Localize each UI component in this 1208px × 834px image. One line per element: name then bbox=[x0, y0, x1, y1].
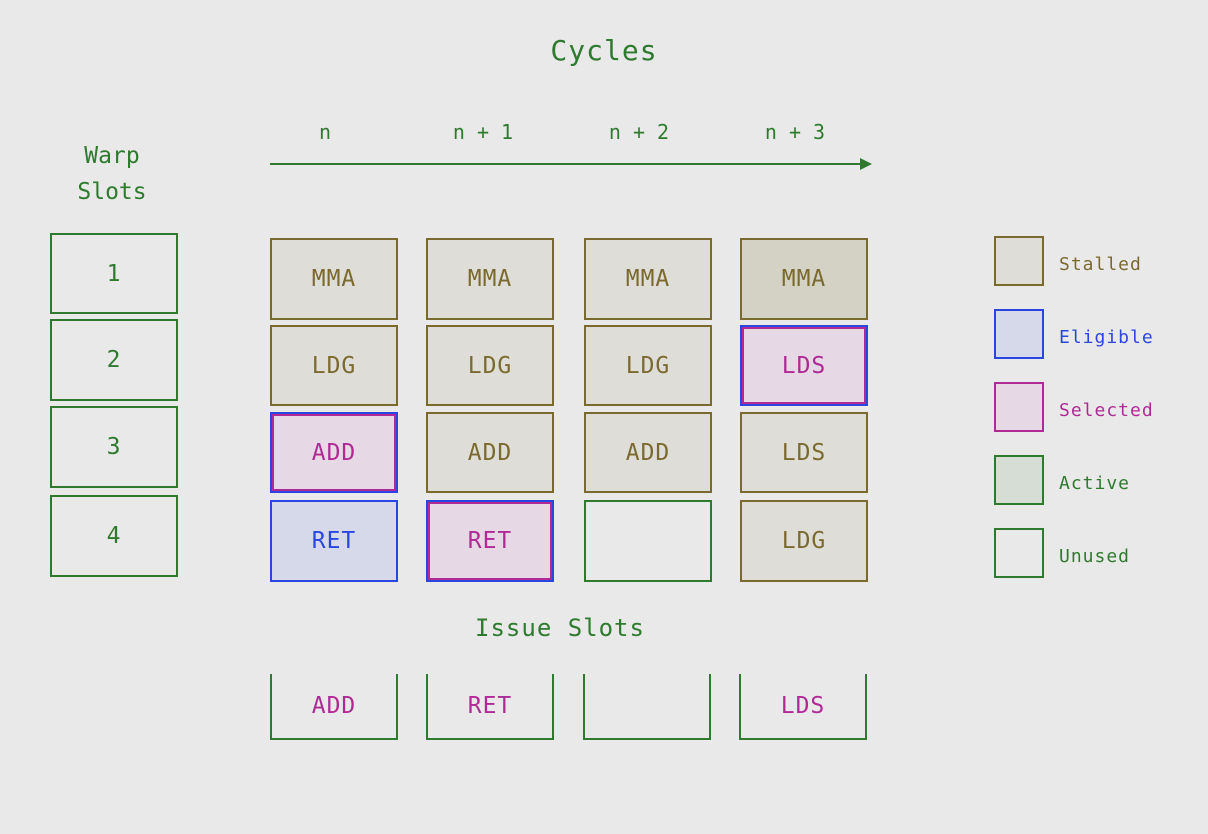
cycle-label-n1: n + 1 bbox=[452, 120, 514, 144]
grid-cell-r1-c2: MMA bbox=[426, 238, 554, 320]
legend-label-active: Active bbox=[1059, 473, 1131, 494]
legend-label-eligible: Eligible bbox=[1059, 327, 1154, 348]
cycle-label-n2: n + 2 bbox=[608, 120, 670, 144]
warp-slot-3: 3 bbox=[50, 406, 178, 488]
legend-label-unused: Unused bbox=[1059, 546, 1131, 567]
grid-cell-r4-c1: RET bbox=[270, 500, 398, 582]
grid-cell-r3-c2: ADD bbox=[426, 412, 554, 493]
grid-cell-r4-c4: LDG bbox=[740, 500, 868, 582]
grid-cell-r3-c4: LDS bbox=[740, 412, 868, 493]
grid-cell-r2-c4: LDS bbox=[742, 327, 866, 404]
issue-slot-3 bbox=[583, 674, 711, 740]
legend-swatch-unused bbox=[994, 528, 1044, 578]
grid-cell-r2-c3: LDG bbox=[584, 325, 712, 406]
legend-swatch-active bbox=[994, 455, 1044, 505]
grid-cell-r3-c3: ADD bbox=[584, 412, 712, 493]
issue-slot-1: ADD bbox=[270, 674, 398, 740]
grid-cell-r2-c1: LDG bbox=[270, 325, 398, 406]
legend-label-stalled: Stalled bbox=[1059, 254, 1142, 275]
grid-cell-r1-c1: MMA bbox=[270, 238, 398, 320]
warp-slots-title: Warp Slots bbox=[47, 138, 177, 210]
grid-cell-r4-c3 bbox=[584, 500, 712, 582]
legend-label-selected: Selected bbox=[1059, 400, 1154, 421]
legend-swatch-eligible bbox=[994, 309, 1044, 359]
grid-cell-r1-c4: MMA bbox=[740, 238, 868, 320]
issue-slot-2: RET bbox=[426, 674, 554, 740]
legend-swatch-selected bbox=[994, 382, 1044, 432]
cycle-label-n: n bbox=[318, 120, 332, 144]
warp-slot-1: 1 bbox=[50, 233, 178, 314]
issue-slots-title: Issue Slots bbox=[475, 614, 645, 642]
cycle-label-n3: n + 3 bbox=[764, 120, 826, 144]
warp-slot-4: 4 bbox=[50, 495, 178, 577]
grid-cell-r1-c3: MMA bbox=[584, 238, 712, 320]
warp-title-line1: Warp bbox=[84, 143, 140, 169]
warp-title-line2: Slots bbox=[77, 179, 147, 205]
grid-cell-r4-c2: RET bbox=[428, 502, 552, 580]
issue-slot-4: LDS bbox=[739, 674, 867, 740]
diagram-title: Cycles bbox=[550, 34, 658, 67]
grid-cell-r2-c2: LDG bbox=[426, 325, 554, 406]
cycle-arrow-icon bbox=[270, 158, 872, 170]
grid-cell-r3-c1: ADD bbox=[272, 414, 396, 491]
warp-slot-2: 2 bbox=[50, 319, 178, 401]
legend-swatch-stalled bbox=[994, 236, 1044, 286]
